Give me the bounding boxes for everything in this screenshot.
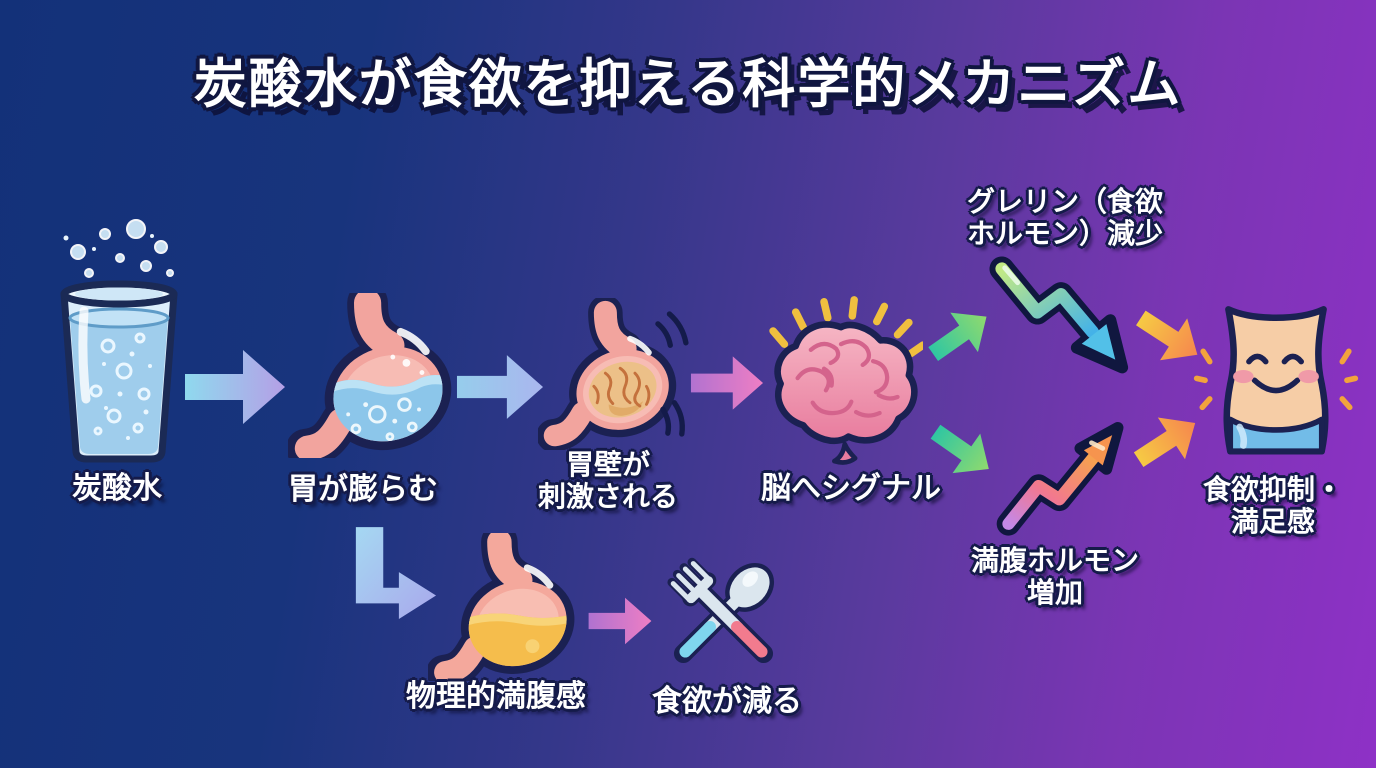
brain-node: [758, 295, 927, 469]
physical-fullness-node: [426, 523, 576, 690]
arrow-brain-to-satiety: [907, 402, 1015, 503]
stomach-wall-label-line2: 刺激される: [537, 480, 678, 514]
ghrelin-label: グレリン（食欲 ホルモン）減少: [940, 185, 1190, 251]
arrow-soda-to-stomach: [185, 344, 285, 434]
soda-water-node: [48, 216, 190, 468]
less-appetite-node: [656, 546, 791, 685]
brain-icon: [769, 296, 927, 465]
result-label-line2: 満足感: [1230, 505, 1315, 539]
stomach-water-icon: [286, 282, 452, 468]
satiety-label-line2: 増加: [1026, 576, 1083, 610]
stomach-stimulated-icon: [536, 295, 689, 453]
fork-spoon-icon: [667, 557, 775, 664]
stomach-wall-label: 胃壁が 刺激される: [508, 448, 708, 514]
decrease-zigzag-arrow-icon: [989, 256, 1129, 374]
arrow-physical-to-less: [582, 594, 658, 652]
stomach-wall-label-line1: 胃壁が: [565, 448, 650, 481]
page-title: 炭酸水が食欲を抑える科学的メカニズム: [193, 54, 1183, 115]
arrow-satiety-to-result: [1113, 392, 1224, 494]
stomach-full-icon: [426, 523, 575, 690]
result-node: [1192, 300, 1360, 472]
sparkling-water-glass-icon: [60, 219, 178, 463]
arrow-ghrelin-to-result: [1113, 287, 1224, 389]
arrow-stomach-to-wall: [455, 350, 545, 428]
stomach-wall-node: [536, 295, 690, 454]
increase-zigzag-arrow-icon: [996, 421, 1124, 536]
ghrelin-label-line2: ホルモン）減少: [966, 217, 1163, 251]
arrow-wall-to-brain: [688, 352, 766, 418]
brain-label: 脳へシグナル: [761, 471, 941, 506]
stomach-expand-label: 胃が膨らむ: [288, 472, 438, 507]
satiety-node: [995, 405, 1137, 541]
result-label: 食欲抑制・ 満足感: [1173, 473, 1373, 539]
result-label-line1: 食欲抑制・: [1202, 473, 1343, 506]
ghrelin-node: [988, 255, 1136, 407]
ghrelin-label-line1: グレリン（食欲: [966, 185, 1163, 218]
arrow-brain-to-ghrelin: [907, 287, 1015, 388]
satiety-label: 満腹ホルモン 増加: [930, 544, 1180, 610]
soda-water-label: 炭酸水: [72, 471, 162, 506]
less-appetite-label: 食欲が減る: [652, 684, 802, 719]
satiety-label-line1: 満腹ホルモン: [970, 544, 1139, 577]
happy-belly-icon: [1193, 306, 1359, 455]
stomach-expand-node: [286, 282, 453, 468]
arrow-down-to-physical: [350, 526, 438, 630]
physical-fullness-label: 物理的満腹感: [406, 679, 586, 714]
